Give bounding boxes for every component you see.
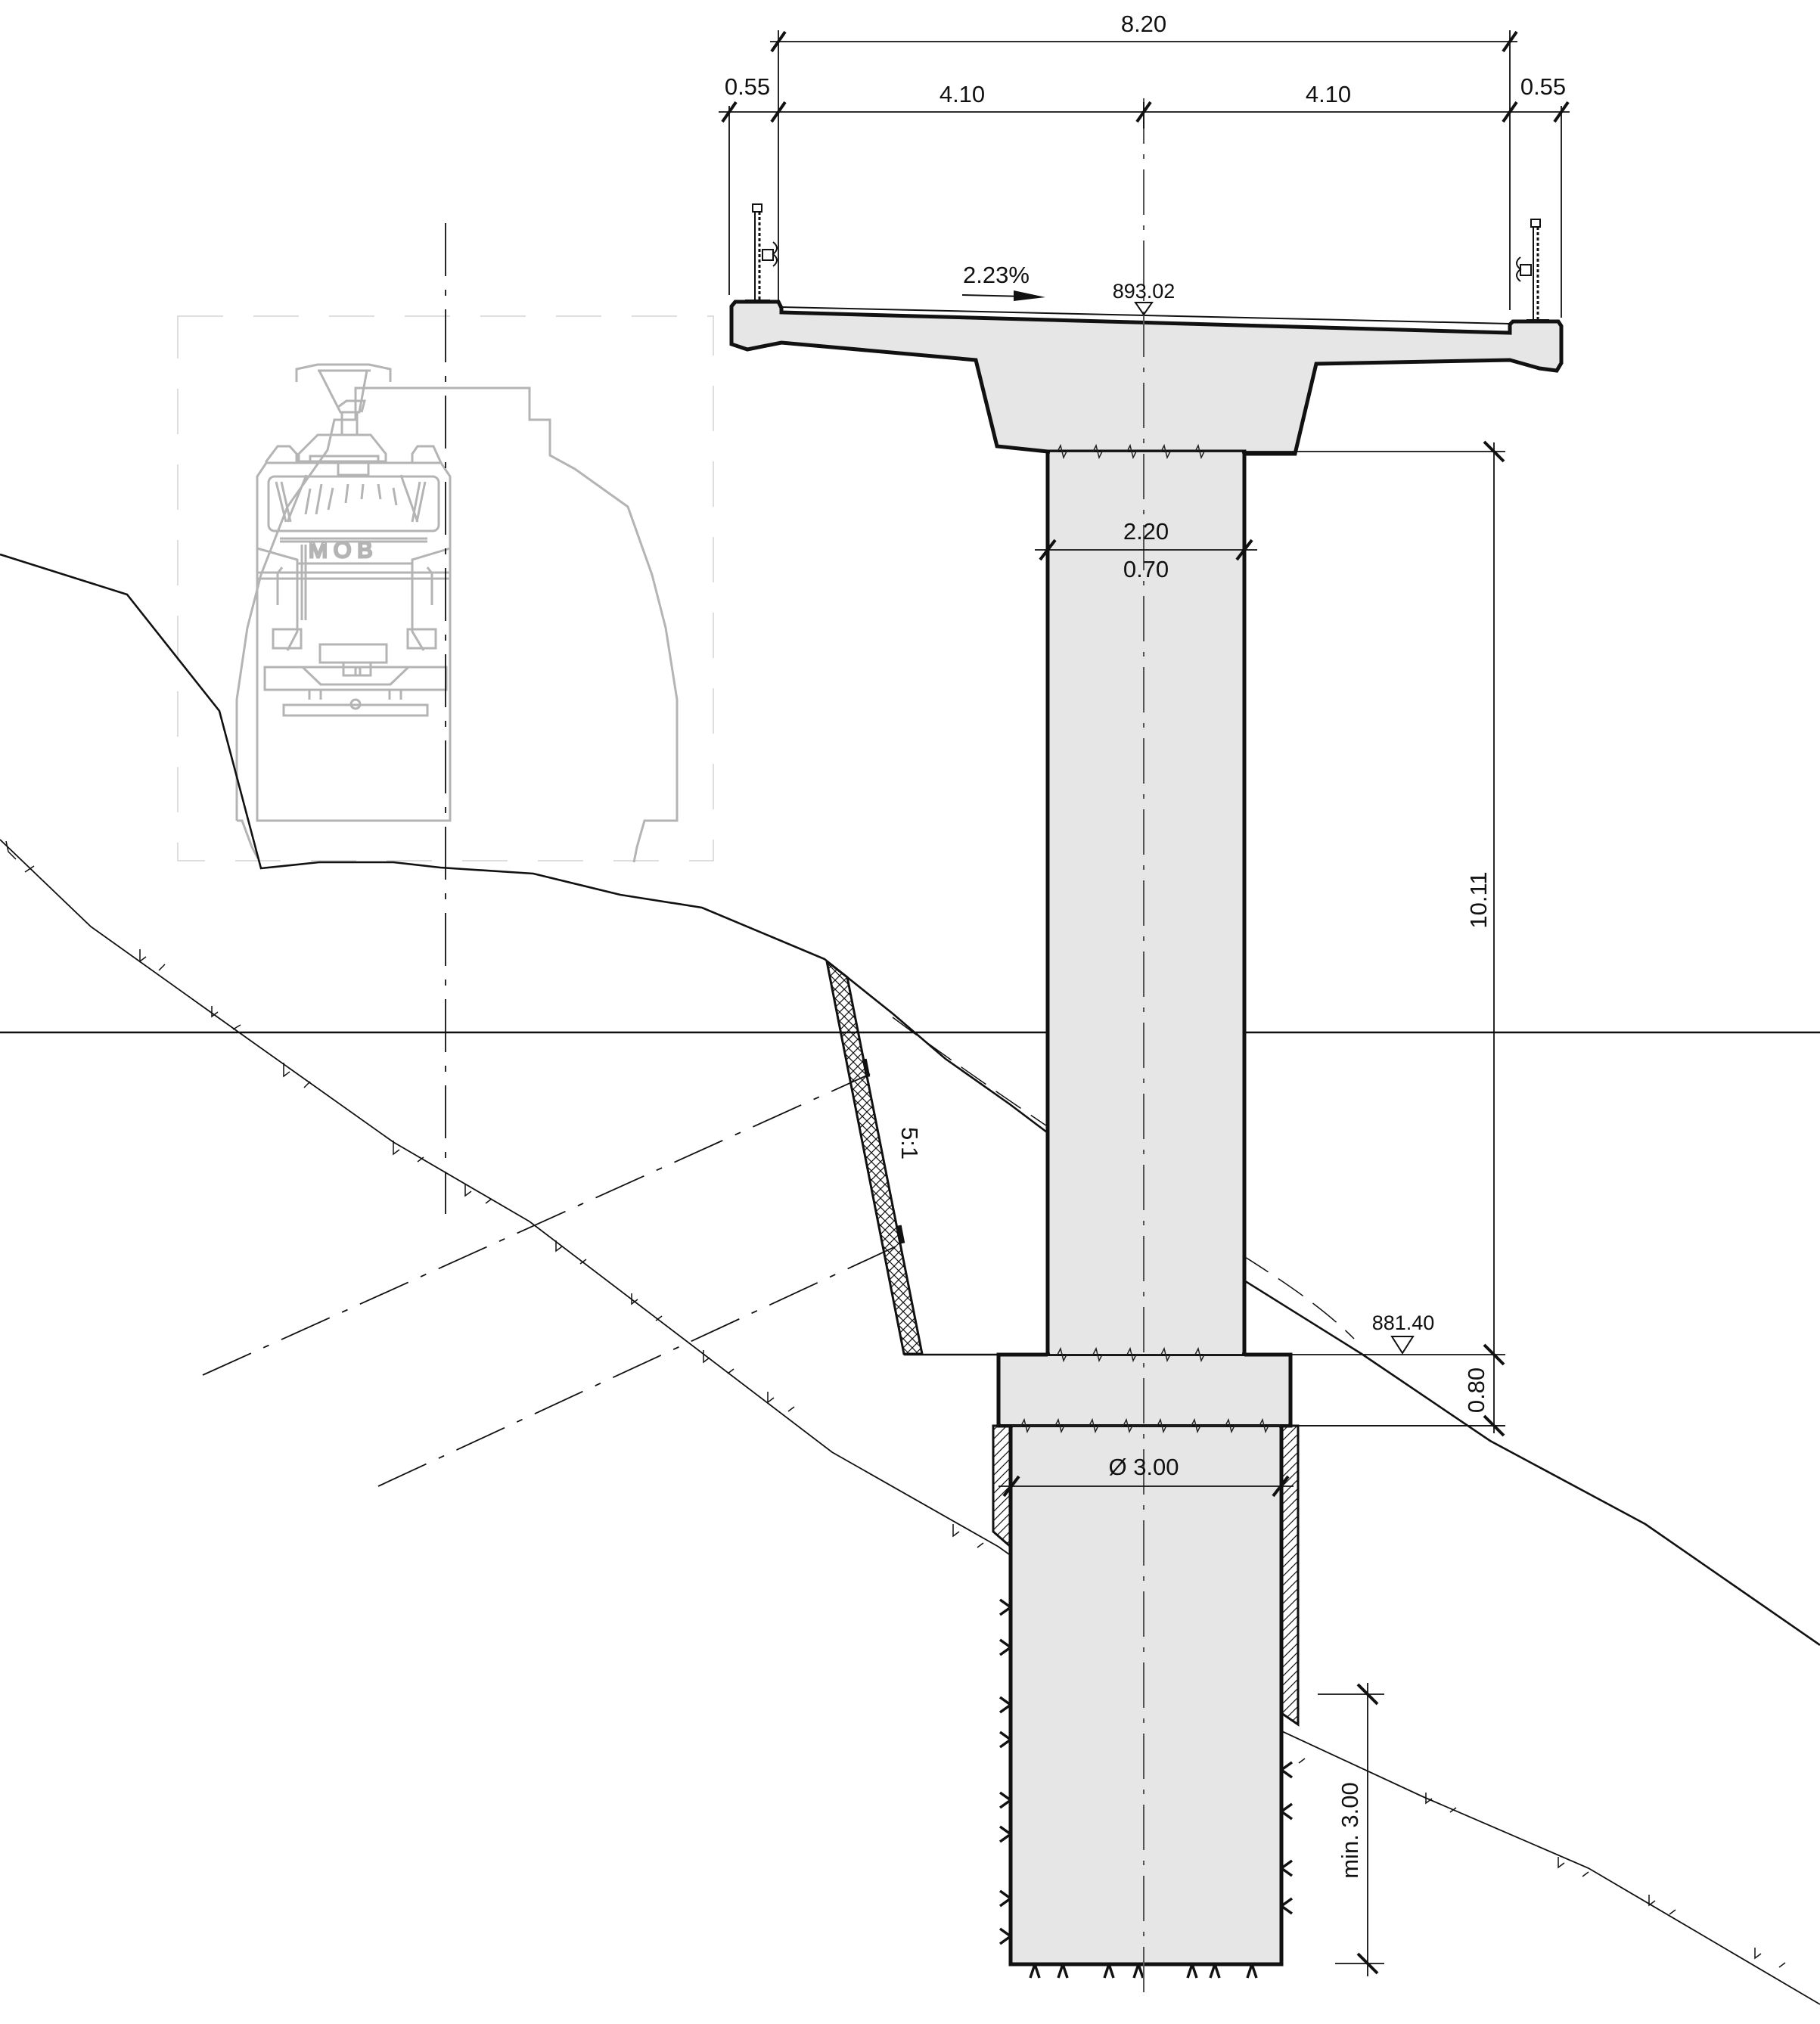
dim-half-right: 4.10 bbox=[1306, 81, 1351, 107]
tunnel-clearance-profile: MOB bbox=[177, 315, 714, 863]
pantograph bbox=[295, 363, 392, 435]
level-marker-icon bbox=[1134, 302, 1154, 316]
rock-hatch-marks bbox=[5, 840, 1786, 1968]
rock-line bbox=[0, 839, 1820, 2005]
anchor-line-upper bbox=[202, 1073, 871, 1376]
dim-edge-left: 0.55 bbox=[725, 73, 770, 100]
level-marker-icon bbox=[1390, 1336, 1415, 1355]
dim-pier-thickness: 0.70 bbox=[1123, 556, 1169, 582]
dim-rock-embedment: min. 3.00 bbox=[1337, 1782, 1363, 1879]
joint-top bbox=[1050, 443, 1242, 460]
anchor-plate-lower bbox=[896, 1225, 905, 1244]
dim-edge-right: 0.55 bbox=[1520, 73, 1566, 100]
railing-left bbox=[745, 203, 778, 303]
dim-pier-height: 10.11 bbox=[1465, 871, 1492, 928]
footing-level-label: 881.40 bbox=[1372, 1312, 1435, 1334]
pile-rock-anchors bbox=[999, 1598, 1294, 1979]
cross-fall-arrow-icon bbox=[961, 290, 1045, 301]
dim-deck-width: 8.20 bbox=[1121, 11, 1166, 37]
cross-fall-label: 2.23% bbox=[963, 262, 1030, 288]
slope-ratio-label: 5:1 bbox=[896, 1127, 923, 1159]
train-label: MOB bbox=[309, 538, 378, 563]
joint-footing bbox=[1050, 1346, 1242, 1363]
casing-right bbox=[1280, 1424, 1300, 1727]
dim-pile-diameter: Ø 3.00 bbox=[1108, 1454, 1179, 1480]
dim-half-left: 4.10 bbox=[940, 81, 985, 107]
railing-right bbox=[1516, 219, 1549, 322]
terrain-line bbox=[0, 553, 1820, 1647]
dim-pier-width: 2.20 bbox=[1123, 518, 1169, 545]
dim-footing-height: 0.80 bbox=[1463, 1367, 1489, 1413]
anchor-plate-upper bbox=[862, 1058, 871, 1078]
deck-level-label: 893.02 bbox=[1113, 280, 1176, 303]
joint-pile bbox=[1011, 1417, 1281, 1434]
dimension-lines bbox=[719, 30, 1570, 1976]
bridge-deck bbox=[729, 300, 1564, 456]
anchor-line-lower bbox=[377, 1242, 905, 1487]
